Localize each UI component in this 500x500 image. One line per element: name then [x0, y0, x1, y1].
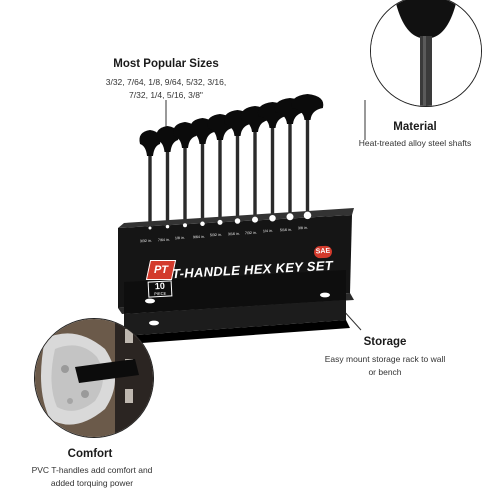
size-label: 1/4 in.	[262, 228, 273, 234]
material-closeup-image	[370, 0, 482, 107]
hex-hole	[234, 218, 241, 224]
hex-key-t-handle	[156, 126, 179, 152]
hex-hole	[252, 216, 258, 223]
hex-key-t-handle	[291, 94, 324, 120]
hex-hole	[200, 221, 205, 227]
hex-hole	[286, 213, 294, 221]
hex-hole	[217, 219, 223, 225]
comfort-text: PVC T-handles add comfort and added torq…	[31, 465, 153, 488]
size-label: 3/16 in.	[227, 231, 240, 237]
hex-hole	[269, 214, 276, 222]
storage-text: Easy mount storage rack to wall or bench	[324, 354, 446, 377]
size-label: 7/64 in.	[157, 237, 170, 242]
comfort-closeup-image	[34, 318, 154, 438]
material-heading: Material	[393, 121, 437, 133]
size-label: 3/32 in.	[139, 238, 152, 244]
material-text: Heat-treated alloy steel shafts	[358, 138, 472, 148]
hex-hole	[183, 223, 187, 228]
size-label: 1/8 in.	[174, 235, 185, 241]
hex-hole	[303, 211, 312, 220]
sizes-text: 3/32, 7/64, 1/8, 9/64, 5/32, 3/16, 7/32,…	[105, 77, 227, 100]
comfort-heading: Comfort	[67, 448, 113, 460]
sae-badge: SAE	[313, 245, 333, 259]
size-label: 9/64 in.	[192, 234, 205, 240]
size-label: 5/16 in.	[279, 227, 292, 233]
size-label: 7/32 in.	[244, 230, 257, 235]
piece-count-badge: 10 PIECE	[147, 280, 173, 298]
hex-hole	[148, 226, 152, 230]
hex-key-t-handle	[139, 130, 161, 156]
hex-hole	[165, 224, 170, 229]
storage-heading: Storage	[363, 336, 407, 348]
sizes-heading: Most Popular Sizes	[113, 58, 219, 70]
